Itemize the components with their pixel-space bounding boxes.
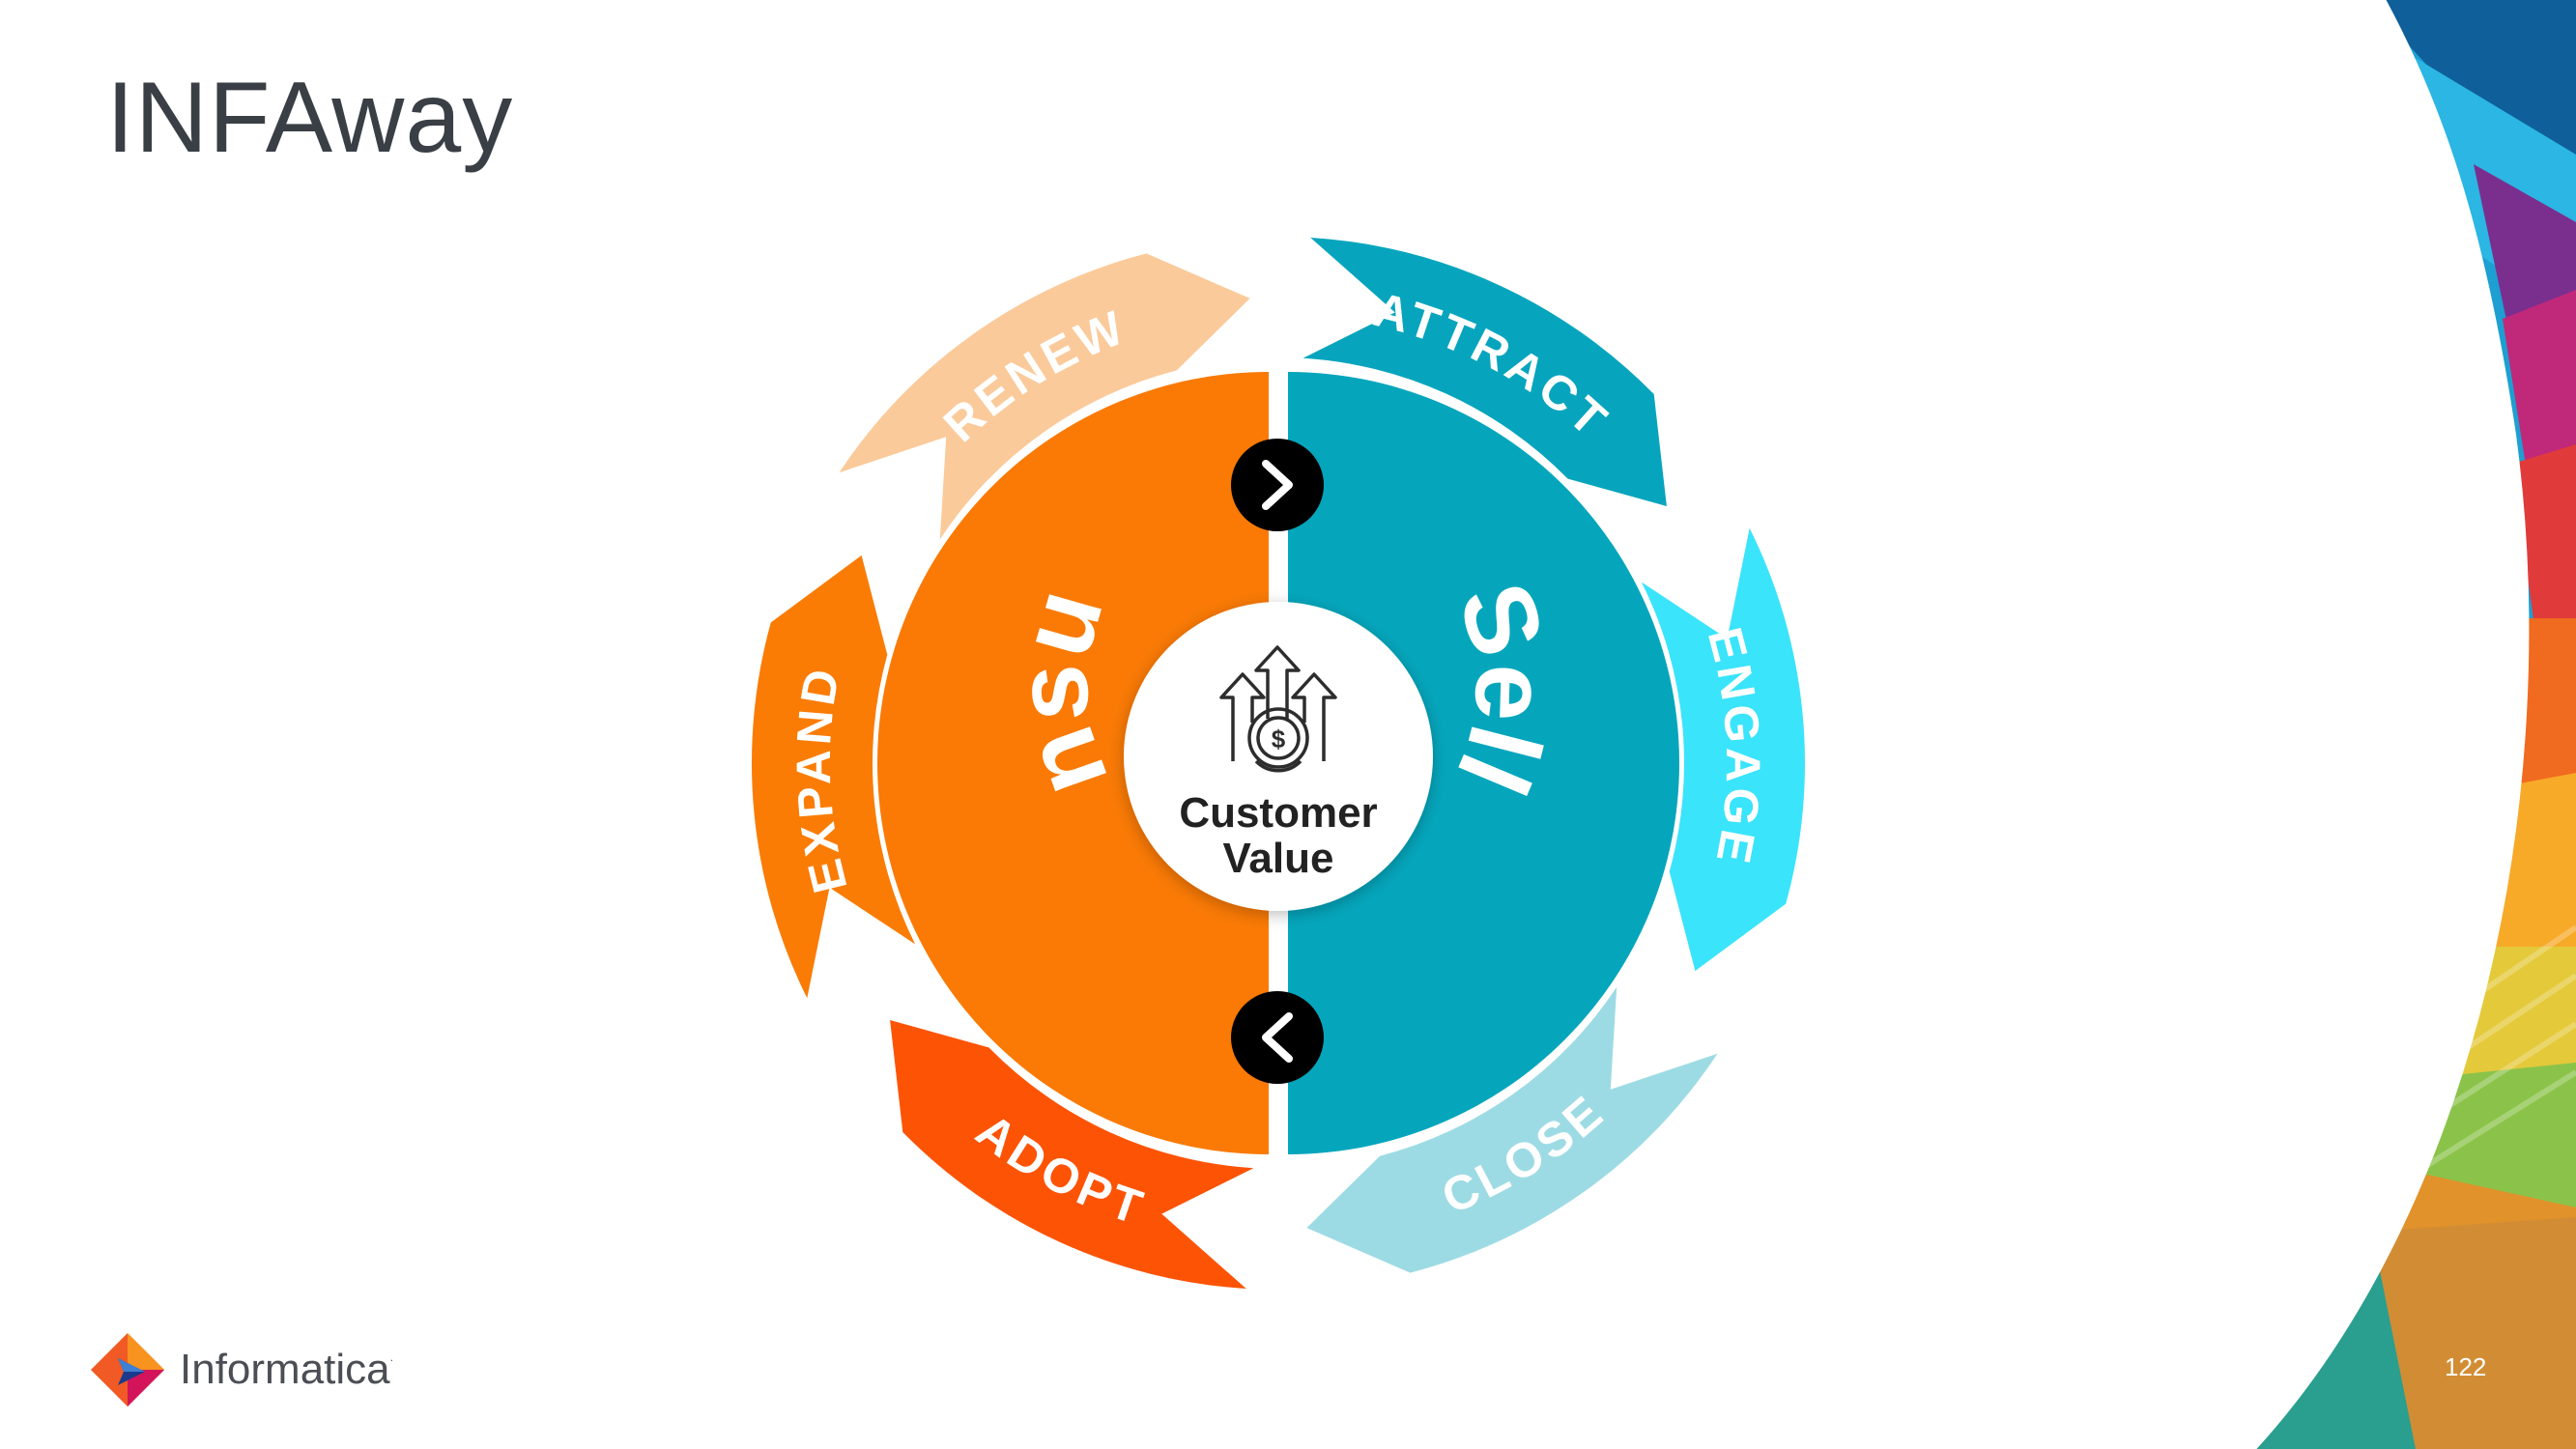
consume-half <box>877 372 1269 1154</box>
brand-name: Informatica <box>180 1346 390 1393</box>
slide-title: INFAway <box>106 62 514 174</box>
stage-arrow-attract <box>1302 238 1667 506</box>
page-number: 122 <box>2445 1352 2487 1381</box>
center-line2: Value <box>1223 835 1334 882</box>
svg-text:$: $ <box>1272 724 1286 753</box>
stage-arrow-expand <box>752 554 916 999</box>
inner-circle <box>877 372 1679 1154</box>
stage-arrow-renew <box>839 253 1250 540</box>
chevron-right-icon <box>1231 439 1324 531</box>
sell-half <box>1288 372 1679 1154</box>
stage-arrow-close <box>1306 986 1718 1273</box>
stage-arrow-adopt <box>890 1020 1254 1289</box>
center-line1: Customer <box>1179 789 1377 837</box>
informatica-logo-icon <box>91 1333 164 1406</box>
stage-arrow-engage <box>1641 527 1805 972</box>
brand-trademark: . <box>389 1350 393 1364</box>
informatica-brand: Informatica . <box>89 1331 393 1408</box>
money-growth-icon: $ <box>1219 645 1337 773</box>
chevron-left-icon <box>1231 991 1324 1084</box>
customer-value-badge: $ Customer Value <box>1124 602 1433 911</box>
